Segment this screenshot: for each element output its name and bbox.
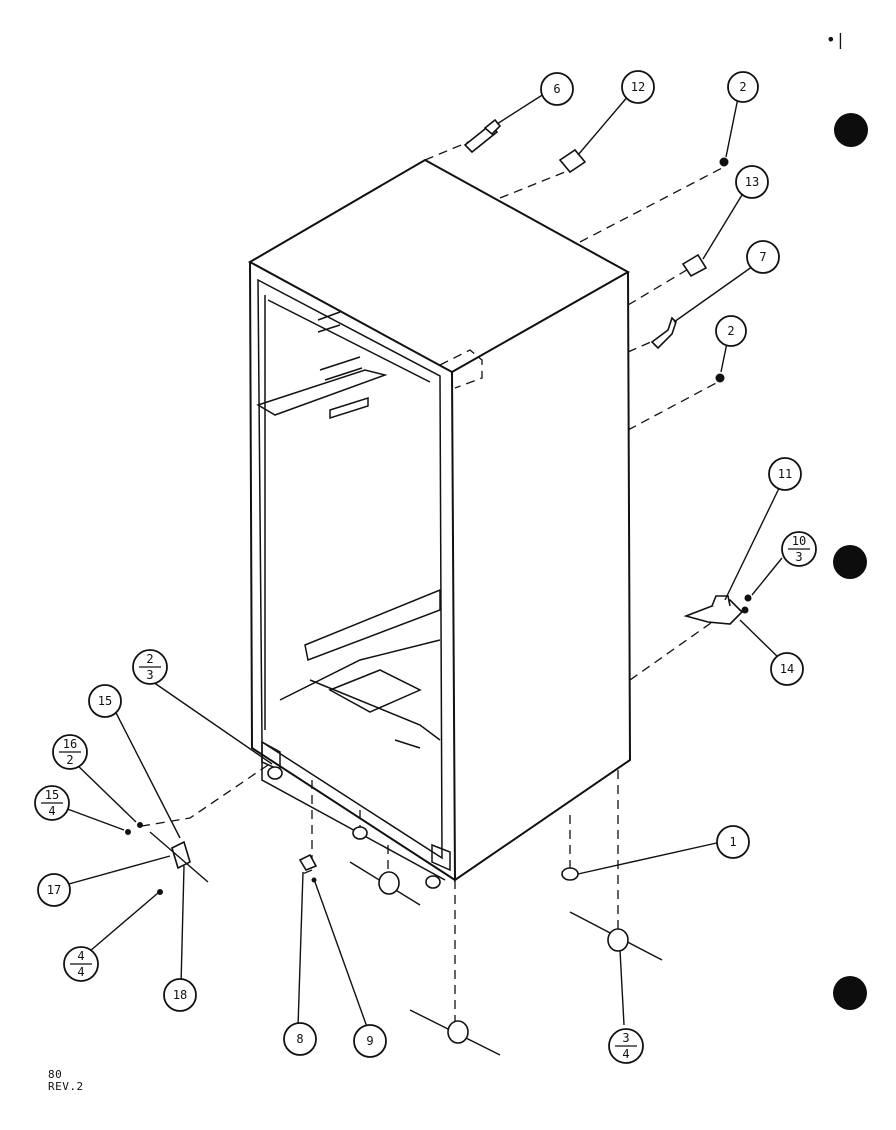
svg-text:15: 15 xyxy=(98,694,112,708)
callout-14[interactable]: 14 xyxy=(770,652,804,686)
callout-2[interactable]: 2 xyxy=(727,71,759,103)
revision-label: REV.2 xyxy=(48,1080,84,1093)
svg-text:12: 12 xyxy=(631,80,645,94)
part-8-9-clip xyxy=(298,853,318,883)
callout-7[interactable]: 7 xyxy=(746,240,780,274)
part-4-screw xyxy=(157,889,163,895)
part-leveler xyxy=(352,826,368,840)
svg-text:4: 4 xyxy=(622,1047,629,1061)
part-1-leveler xyxy=(561,867,579,881)
svg-text:18: 18 xyxy=(173,988,187,1002)
svg-text:3: 3 xyxy=(622,1031,629,1045)
binder-hole xyxy=(833,545,867,579)
part-roller xyxy=(349,861,421,906)
svg-text:15: 15 xyxy=(45,788,59,802)
svg-text:10: 10 xyxy=(792,534,806,548)
binder-hole xyxy=(833,976,867,1010)
svg-text:4: 4 xyxy=(77,965,84,979)
callout-6[interactable]: 6 xyxy=(540,72,574,106)
part-16-screw xyxy=(137,822,143,828)
corner-mark: •| xyxy=(826,30,846,49)
callouts: 6 12 2 13 7 2 11 103 14 23 15 162 154 17… xyxy=(34,70,817,1064)
part-3-roller xyxy=(569,911,663,961)
svg-text:2: 2 xyxy=(66,753,73,767)
svg-text:11: 11 xyxy=(778,467,792,481)
callout-8[interactable]: 8 xyxy=(283,1022,317,1056)
part-15-screw xyxy=(125,829,131,835)
binder-hole xyxy=(834,113,868,147)
part-13-fitting xyxy=(681,253,708,278)
callout-13[interactable]: 13 xyxy=(735,165,769,199)
svg-text:8: 8 xyxy=(296,1032,303,1046)
callout-16-2[interactable]: 162 xyxy=(52,734,88,770)
leader-lines xyxy=(53,91,784,1028)
svg-text:17: 17 xyxy=(47,883,61,897)
svg-text:7: 7 xyxy=(759,250,766,264)
callout-12[interactable]: 12 xyxy=(621,70,655,104)
callout-9[interactable]: 9 xyxy=(353,1024,387,1058)
callout-10-3[interactable]: 103 xyxy=(781,531,817,567)
parts xyxy=(125,118,752,1056)
svg-text:2: 2 xyxy=(739,80,746,94)
callout-2-3[interactable]: 23 xyxy=(132,649,168,685)
svg-text:2: 2 xyxy=(727,324,734,338)
part-10-screw xyxy=(741,606,749,614)
svg-text:3: 3 xyxy=(795,550,802,564)
assembly-lines xyxy=(141,137,723,1030)
part-roller xyxy=(409,1009,501,1056)
svg-text:1: 1 xyxy=(729,835,736,849)
part-10-screw xyxy=(744,594,752,602)
svg-text:13: 13 xyxy=(745,175,759,189)
svg-text:6: 6 xyxy=(553,82,560,96)
part-leveler xyxy=(425,875,441,889)
part-12-fitting xyxy=(558,148,587,174)
callout-4-4[interactable]: 44 xyxy=(63,946,99,982)
part-2-leveler xyxy=(267,766,283,780)
callout-1[interactable]: 1 xyxy=(716,825,750,859)
svg-text:3: 3 xyxy=(146,668,153,682)
diagram-code: 80 xyxy=(48,1068,63,1081)
part-2-screw xyxy=(719,157,729,167)
callout-11[interactable]: 11 xyxy=(768,457,802,491)
svg-text:9: 9 xyxy=(366,1034,373,1048)
svg-text:2: 2 xyxy=(146,652,153,666)
part-6-fitting xyxy=(463,118,502,154)
svg-text:4: 4 xyxy=(48,804,55,818)
part-7-bracket xyxy=(650,316,677,350)
callout-3-4[interactable]: 34 xyxy=(608,1028,644,1064)
cabinet-body xyxy=(247,158,632,882)
part-11-hinge xyxy=(683,595,744,625)
callout-2[interactable]: 2 xyxy=(715,315,747,347)
svg-text:4: 4 xyxy=(77,949,84,963)
callout-18[interactable]: 18 xyxy=(163,978,197,1012)
callout-15[interactable]: 15 xyxy=(88,684,122,718)
part-2-screw xyxy=(715,373,725,383)
svg-text:16: 16 xyxy=(63,737,77,751)
part-17-18-hinge-assembly xyxy=(149,831,209,883)
callout-17[interactable]: 17 xyxy=(37,873,71,907)
callout-15-4[interactable]: 154 xyxy=(34,785,70,821)
svg-text:14: 14 xyxy=(780,662,794,676)
